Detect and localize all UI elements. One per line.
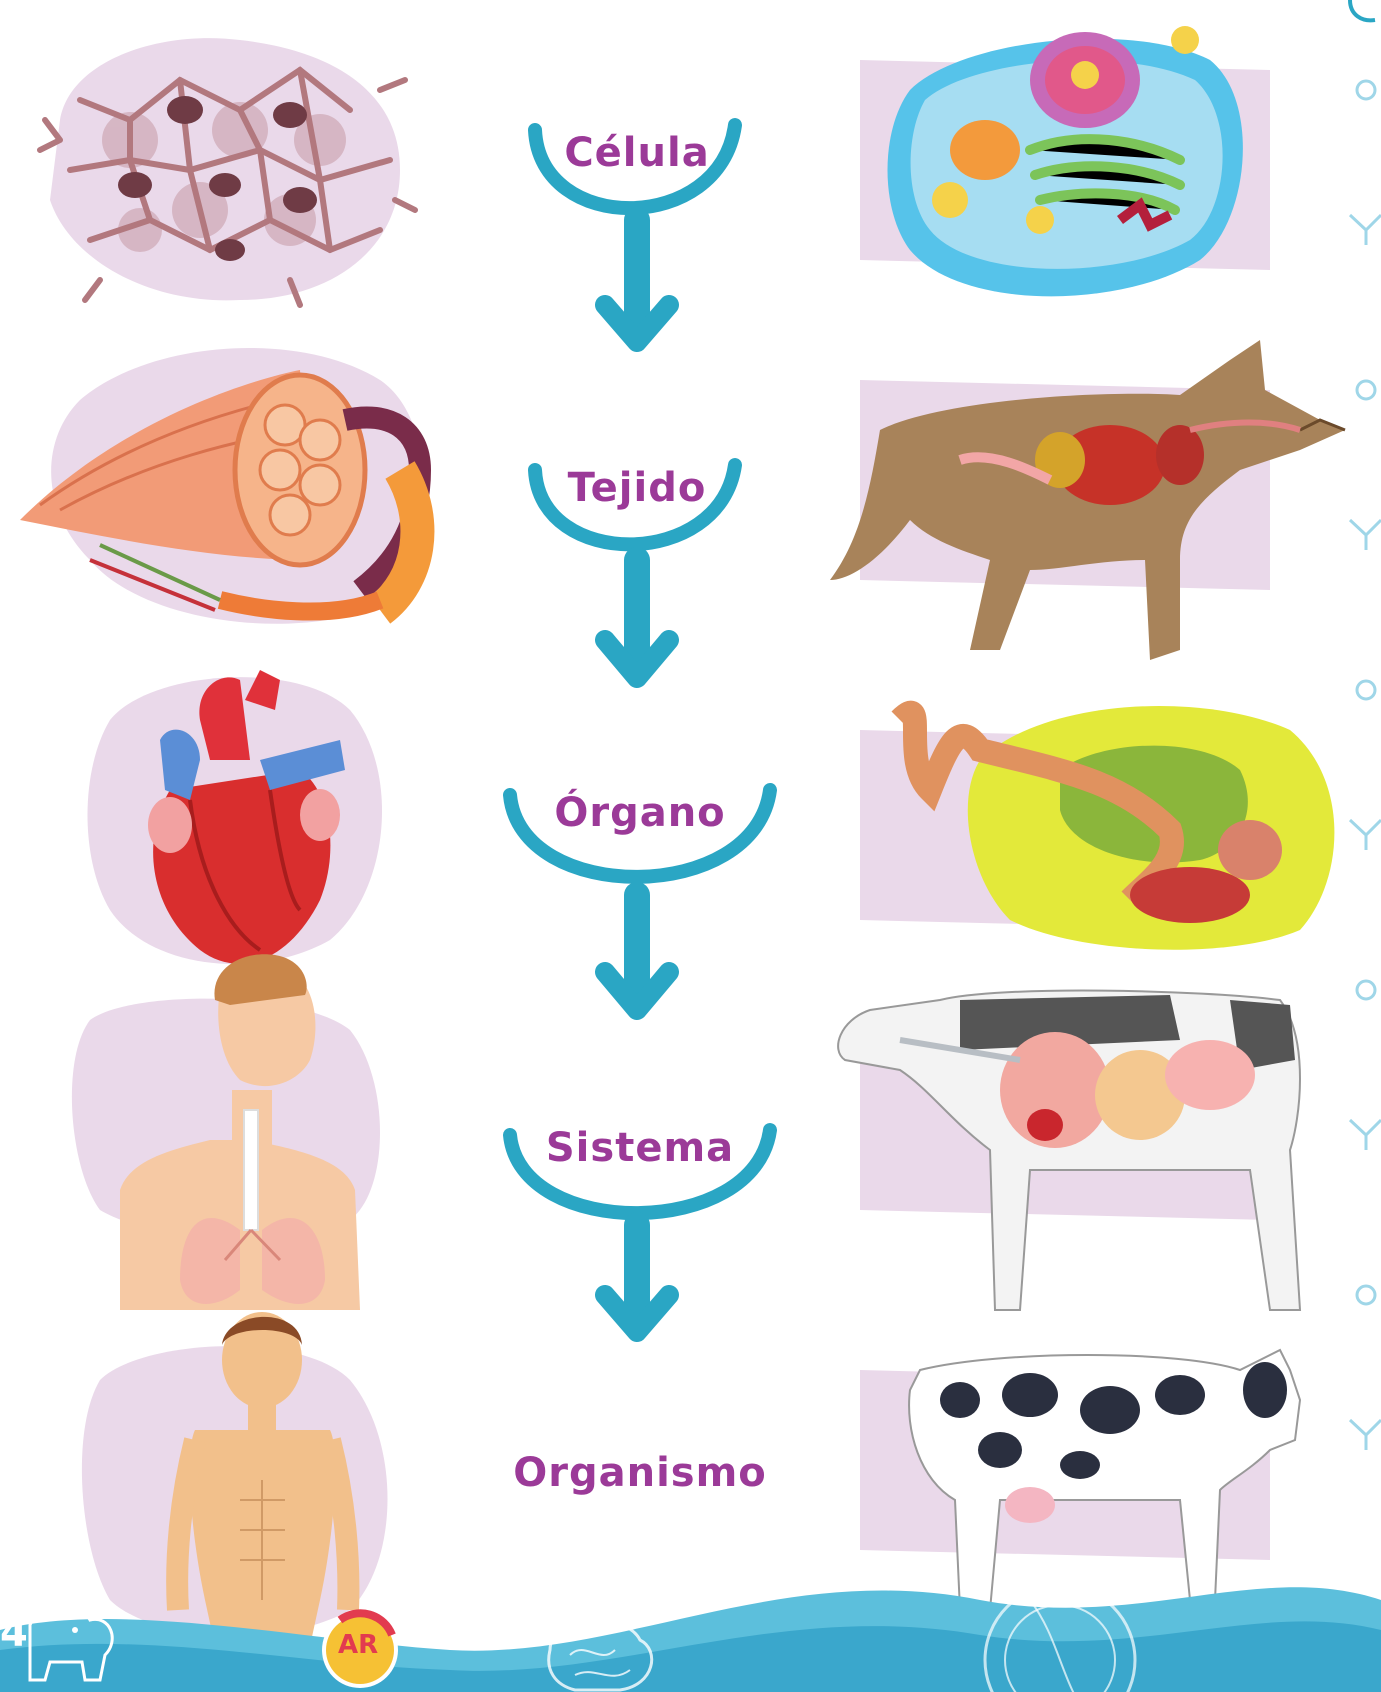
nerve-cell-tissue-image	[40, 38, 415, 305]
level-label-organo: Órgano	[490, 790, 790, 836]
level-label-organismo: Organismo	[440, 1450, 840, 1496]
digestive-organ-image	[860, 706, 1334, 950]
wolf-anatomy-image	[830, 340, 1345, 660]
corner-swirl	[1350, 0, 1375, 20]
human-respiratory-system-image	[72, 954, 380, 1310]
level-label-sistema: Sistema	[490, 1125, 790, 1171]
level-label-tejido: Tejido	[487, 465, 787, 511]
side-decorations	[1350, 81, 1381, 1450]
human-heart-image	[88, 670, 383, 964]
arrow-organo-to-sistema	[605, 895, 669, 1010]
animal-cell-image	[860, 26, 1270, 296]
holstein-cow-image	[860, 1350, 1300, 1610]
muscle-fiber-bundle-image	[20, 348, 424, 624]
page-number: 4	[0, 1610, 28, 1656]
level-label-celula: Célula	[487, 130, 787, 176]
arrow-tejido-to-organo	[605, 560, 669, 678]
arrow-sistema-to-organismo	[605, 1225, 669, 1332]
arrow-celula-to-tejido	[605, 220, 669, 342]
regional-badge-text: AR	[338, 1630, 378, 1660]
cow-internal-systems-image	[838, 991, 1300, 1310]
